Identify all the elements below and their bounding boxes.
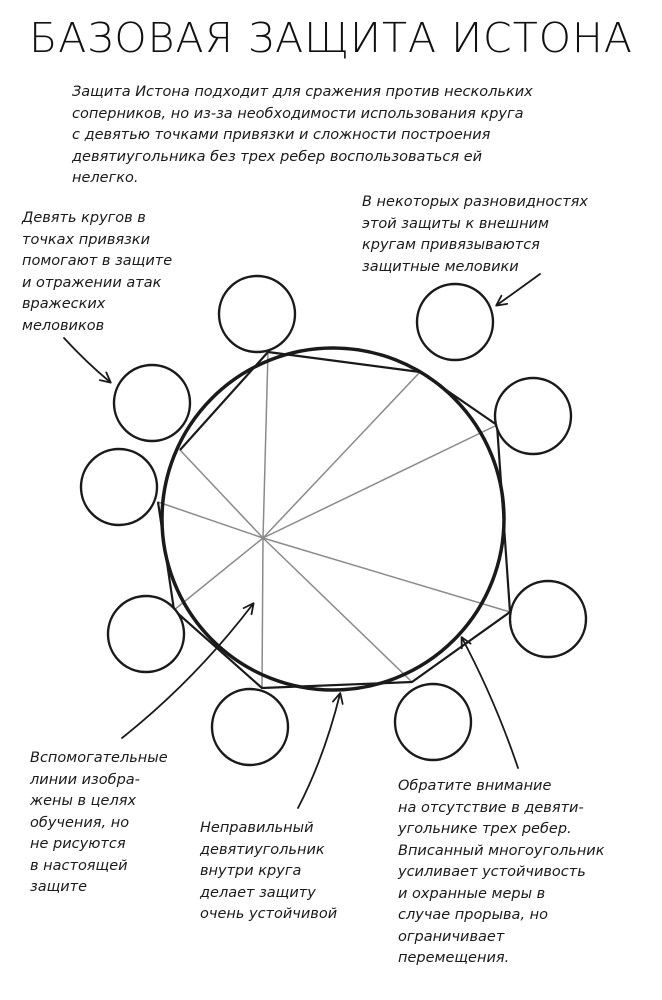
annotation-line: и охранные меры в bbox=[398, 885, 546, 902]
annotation-line: меловиков bbox=[22, 317, 105, 334]
anchor-circle bbox=[217, 274, 297, 354]
annotation-line: защите bbox=[30, 879, 88, 895]
anchor-circles bbox=[79, 274, 588, 767]
annotation-line: и отражении атак bbox=[22, 274, 162, 291]
annotation-nine-circles: Девять кругов в точках привязки помогают… bbox=[22, 208, 172, 337]
intro-line: Защита Истона подходит для сражения прот… bbox=[72, 84, 533, 100]
annotation-variants: В некоторых разновидностях этой защиты к… bbox=[362, 192, 588, 278]
annotation-line: делает защиту bbox=[200, 884, 316, 901]
anchor-circle bbox=[508, 579, 588, 659]
main-circle bbox=[160, 346, 506, 692]
annotation-auxiliary-lines: Вспомогательные линии изобра- жены в цел… bbox=[30, 748, 168, 899]
guide-line bbox=[157, 501, 264, 539]
arrow-irregular-nonagon bbox=[297, 692, 344, 809]
annotation-line: вражеских bbox=[22, 296, 106, 312]
annotation-line: Обратите внимание bbox=[398, 778, 552, 794]
annotation-missing-edges: Обратите внимание на отсутствие в девяти… bbox=[398, 776, 604, 970]
annotation-line: точках привязки bbox=[22, 231, 150, 248]
anchor-circle bbox=[393, 682, 473, 762]
annotation-line: на отсутствие в девяти- bbox=[398, 799, 584, 816]
annotation-line: кругам привязываются bbox=[362, 237, 540, 253]
annotation-irregular-nonagon: Неправильный девятиугольник внутри круга… bbox=[200, 818, 337, 926]
guide-line bbox=[262, 371, 421, 539]
annotation-line: девятиугольник bbox=[200, 841, 325, 858]
annotation-line: В некоторых разновидностях bbox=[362, 194, 588, 210]
annotation-line: Вспомогательные bbox=[30, 750, 168, 766]
annotation-line: Вписанный многоугольник bbox=[398, 842, 605, 859]
guide-line bbox=[262, 351, 269, 539]
annotation-arrows bbox=[63, 273, 541, 809]
anchor-circle bbox=[79, 447, 159, 527]
annotation-line: угольнике трех ребер. bbox=[398, 821, 572, 837]
annotation-line: ограничивает bbox=[398, 928, 505, 945]
annotation-line: внутри круга bbox=[200, 863, 302, 879]
annotation-line: не рисуются bbox=[30, 836, 126, 852]
annotation-line: перемещения. bbox=[398, 950, 510, 966]
annotation-line: помогают в защите bbox=[22, 253, 173, 269]
guide-line bbox=[173, 537, 264, 611]
arrow-missing-edges bbox=[460, 636, 519, 769]
anchor-circle bbox=[493, 376, 573, 456]
anchor-circle bbox=[210, 687, 290, 767]
intro-line: нелегко. bbox=[72, 170, 139, 186]
guide-line bbox=[179, 449, 264, 539]
arrow-auxiliary-lines bbox=[121, 602, 255, 739]
guide-lines bbox=[157, 351, 511, 689]
arrow-variants bbox=[495, 273, 541, 307]
intro-line: соперников, но из-за необходимости испол… bbox=[72, 105, 524, 122]
annotation-line: линии изобра- bbox=[30, 771, 140, 788]
guide-line bbox=[262, 537, 511, 613]
intro-line: с девятью точками привязки и сложности п… bbox=[72, 127, 491, 143]
annotation-line: защитные меловики bbox=[362, 258, 519, 275]
annotation-line: очень устойчивой bbox=[200, 906, 338, 922]
guide-line bbox=[262, 537, 413, 683]
annotation-line: Девять кругов в bbox=[22, 210, 146, 226]
anchor-circle bbox=[106, 594, 186, 674]
annotation-line: этой защиты к внешним bbox=[362, 215, 549, 232]
annotation-line: обучения, но bbox=[30, 814, 130, 831]
guide-line bbox=[262, 424, 498, 539]
annotation-line: жены в целях bbox=[30, 793, 137, 809]
annotation-line: в настоящей bbox=[30, 857, 128, 874]
anchor-circle bbox=[415, 282, 495, 362]
intro-line: девятиугольника без трех ребер воспользо… bbox=[72, 148, 483, 165]
annotation-line: усиливает устойчивость bbox=[398, 864, 586, 880]
annotation-line: случае прорыва, но bbox=[398, 907, 549, 923]
anchor-circle bbox=[112, 363, 192, 443]
guide-line bbox=[261, 537, 264, 689]
annotation-line: Неправильный bbox=[200, 820, 314, 836]
arrow-nine-circles bbox=[63, 337, 112, 384]
page-title: БАЗОВАЯ ЗАЩИТА ИСТОНА bbox=[29, 14, 633, 62]
intro-text: Защита Истона подходит для сражения прот… bbox=[72, 82, 533, 190]
